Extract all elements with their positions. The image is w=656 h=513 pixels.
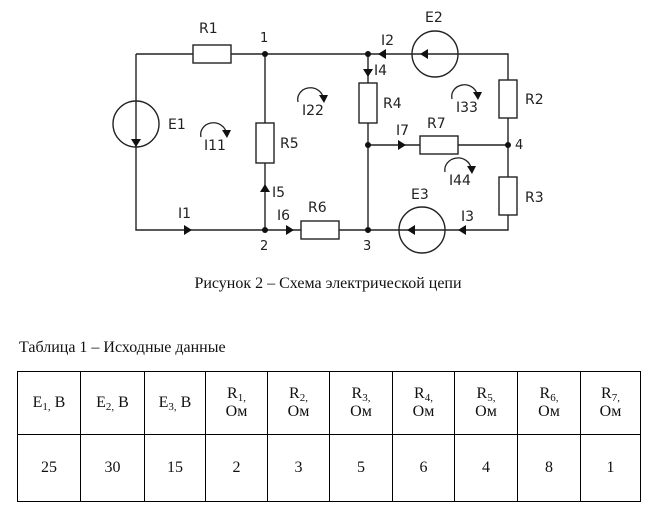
label-i7: I7 bbox=[396, 123, 409, 139]
label-r7: R7 bbox=[427, 116, 446, 132]
table-header-row: E1, В E2, В E3, В R1,Ом R2,Ом R3,Ом R4,О… bbox=[17, 371, 641, 435]
header-r1: R1,Ом bbox=[205, 371, 268, 435]
wire-top-left bbox=[136, 53, 509, 80]
resistor-r1 bbox=[192, 44, 232, 64]
value-r4: 6 bbox=[392, 434, 455, 502]
resistor-r7 bbox=[419, 135, 459, 155]
i2-arrow-icon bbox=[378, 49, 386, 59]
label-i1: I1 bbox=[178, 206, 191, 222]
label-e3: E3 bbox=[411, 187, 429, 203]
source-e2 bbox=[411, 30, 459, 78]
label-i4: I4 bbox=[374, 63, 387, 79]
label-e2: E2 bbox=[425, 10, 443, 26]
source-e3 bbox=[398, 206, 446, 254]
resistor-r6 bbox=[300, 220, 340, 240]
node-dot-1 bbox=[262, 51, 268, 57]
value-r7: 1 bbox=[580, 434, 641, 502]
label-i44: I44 bbox=[449, 173, 471, 189]
node-dot-4 bbox=[505, 142, 511, 148]
node-label-4: 4 bbox=[515, 138, 523, 153]
header-r5: R5,Ом bbox=[454, 371, 518, 435]
value-e2: 30 bbox=[80, 434, 145, 502]
e2-arrow-icon bbox=[420, 49, 428, 59]
label-i2: I2 bbox=[381, 33, 394, 49]
label-i3: I3 bbox=[461, 209, 474, 225]
value-r6: 8 bbox=[517, 434, 581, 502]
label-r4: R4 bbox=[383, 96, 402, 112]
label-r6: R6 bbox=[308, 200, 327, 216]
value-r3: 5 bbox=[329, 434, 393, 502]
table-title: Таблица 1 – Исходные данные bbox=[19, 339, 226, 356]
table-values-row: 25 30 15 2 3 5 6 4 8 1 bbox=[17, 434, 641, 502]
resistor-r4 bbox=[358, 82, 378, 124]
node-dot-2 bbox=[262, 227, 268, 233]
loop-i22-arc-icon bbox=[297, 87, 324, 103]
i7-arrow-icon bbox=[398, 140, 406, 150]
value-r5: 4 bbox=[454, 434, 518, 502]
node-label-1: 1 bbox=[260, 31, 268, 46]
i3-arrow-icon bbox=[458, 225, 466, 235]
i4-arrow-icon bbox=[363, 69, 373, 77]
node-label-3: 3 bbox=[363, 239, 371, 254]
wire-left bbox=[135, 54, 265, 231]
resistor-r3 bbox=[498, 176, 518, 216]
label-i33: I33 bbox=[456, 100, 478, 116]
label-r1: R1 bbox=[199, 21, 218, 37]
value-e3: 15 bbox=[144, 434, 206, 502]
resistor-r2 bbox=[498, 79, 518, 119]
header-r4: R4,Ом bbox=[392, 371, 455, 435]
header-r2: R2,Ом bbox=[267, 371, 330, 435]
label-e1: E1 bbox=[168, 117, 186, 133]
node-dot-3 bbox=[365, 227, 371, 233]
value-r2: 3 bbox=[267, 434, 330, 502]
label-i6: I6 bbox=[277, 208, 290, 224]
e1-arrow-icon bbox=[131, 139, 141, 147]
header-r7: R7,Ом bbox=[580, 371, 641, 435]
node-dot-top-mid bbox=[365, 51, 371, 57]
header-e2: E2, В bbox=[80, 371, 145, 435]
label-r2: R2 bbox=[525, 92, 544, 108]
value-e1: 25 bbox=[17, 434, 81, 502]
loop-i33-arc-icon bbox=[451, 84, 478, 100]
loop-i11-arc-icon bbox=[200, 122, 227, 138]
label-i11: I11 bbox=[204, 138, 226, 154]
label-r3: R3 bbox=[525, 190, 544, 206]
header-r3: R3,Ом bbox=[329, 371, 393, 435]
header-e1: E1, В bbox=[17, 371, 81, 435]
label-i5: I5 bbox=[272, 185, 285, 201]
i6-arrow-icon bbox=[286, 225, 294, 235]
label-r5: R5 bbox=[280, 136, 299, 152]
input-data-table: E1, В E2, В E3, В R1,Ом R2,Ом R3,Ом R4,О… bbox=[17, 371, 641, 502]
e3-arrow-icon bbox=[407, 225, 415, 235]
header-e3: E3, В bbox=[144, 371, 206, 435]
node-dot-mid bbox=[365, 142, 371, 148]
i5-arrow-icon bbox=[260, 184, 270, 192]
resistor-r5 bbox=[255, 122, 275, 164]
loop-i44-arc-icon bbox=[444, 157, 472, 173]
label-i22: I22 bbox=[302, 103, 324, 119]
node-label-2: 2 bbox=[260, 239, 268, 254]
value-r1: 2 bbox=[205, 434, 268, 502]
figure-caption: Рисунок 2 – Схема электрической цепи bbox=[194, 275, 462, 292]
circuit-diagram: R1 R2 R3 R4 R5 R6 R7 E1 E2 E3 1 2 3 4 I1… bbox=[112, 10, 544, 254]
i1-arrow-icon bbox=[184, 225, 192, 235]
header-r6: R6,Ом bbox=[517, 371, 581, 435]
